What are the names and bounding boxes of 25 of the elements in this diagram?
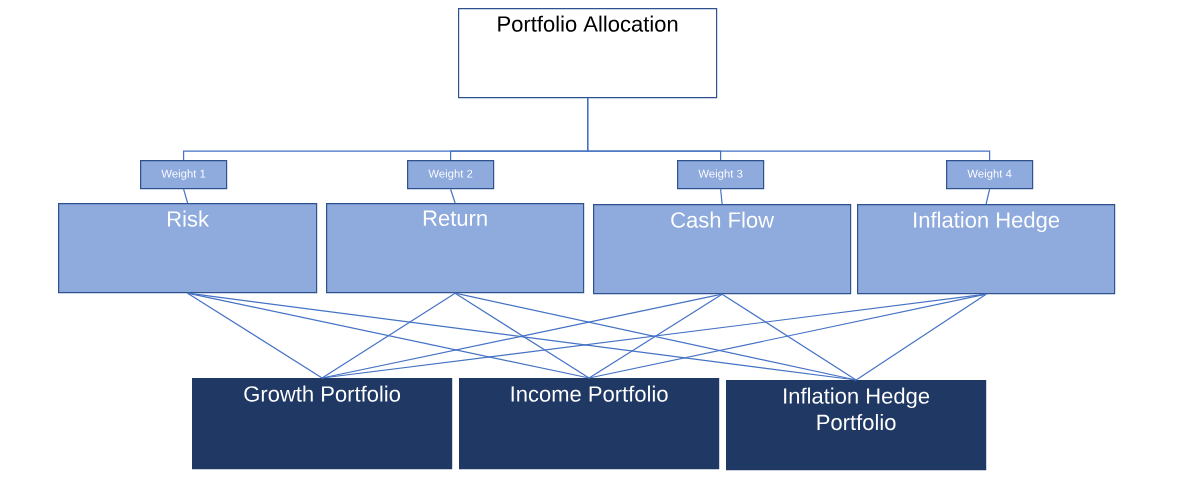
- portfolio-box: Inflation Hedge Portfolio: [726, 380, 987, 471]
- connector-line: [720, 188, 723, 205]
- connector-line: [183, 188, 189, 204]
- weight-box: Weight 1: [140, 160, 228, 190]
- criterion-box: Inflation Hedge: [857, 204, 1116, 295]
- connector-line: [321, 292, 456, 379]
- top-box: Portfolio Allocation: [458, 8, 718, 99]
- connector-line: [855, 293, 987, 381]
- connector-line: [721, 293, 857, 381]
- criterion-box: Cash Flow: [593, 204, 852, 295]
- weight-box: Weight 4: [946, 160, 1034, 190]
- weight-box: Weight 2: [407, 160, 495, 190]
- portfolio-box: Income Portfolio: [459, 378, 720, 470]
- connector-line: [587, 97, 991, 161]
- connector-line: [588, 293, 987, 379]
- criterion-box: Return: [326, 203, 585, 294]
- connector-line: [454, 292, 857, 381]
- criterion-box: Risk: [58, 203, 318, 294]
- connector-line: [454, 292, 590, 379]
- connector-line: [450, 188, 456, 204]
- connector-line: [588, 293, 723, 379]
- portfolio-box: Growth Portfolio: [192, 378, 453, 470]
- connector-line: [985, 188, 991, 205]
- connector-line: [187, 292, 323, 379]
- weight-box: Weight 3: [677, 160, 765, 190]
